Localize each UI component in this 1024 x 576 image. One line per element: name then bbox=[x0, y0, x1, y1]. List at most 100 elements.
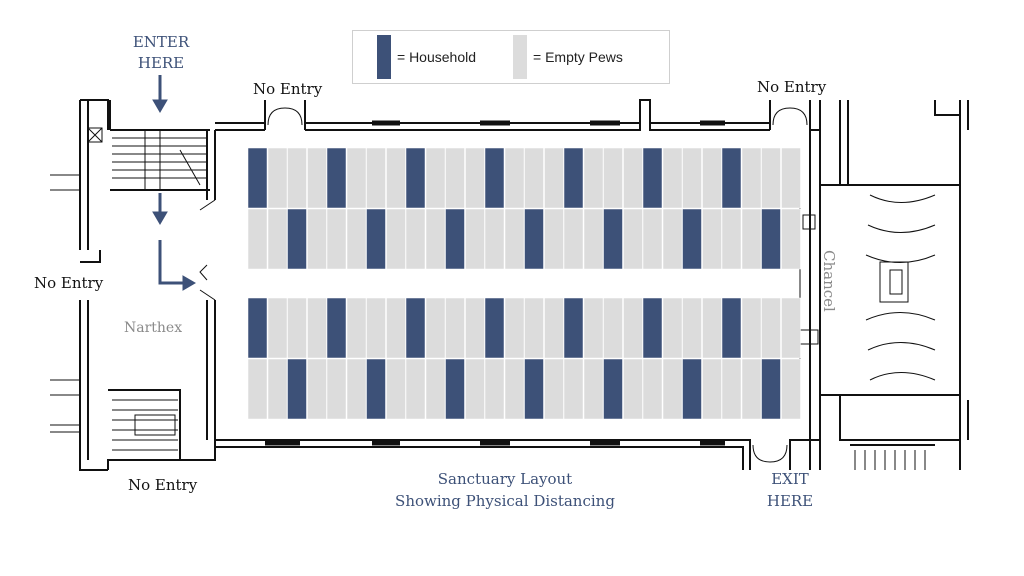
empty-pew bbox=[504, 358, 525, 420]
empty-pew bbox=[287, 147, 307, 209]
empty-pew bbox=[346, 147, 367, 209]
empty-pew bbox=[662, 208, 683, 270]
household-pew bbox=[524, 358, 544, 420]
household-pew bbox=[682, 208, 702, 270]
empty-pew bbox=[425, 358, 446, 420]
empty-pew bbox=[623, 297, 643, 359]
exit-label-line2: HERE bbox=[766, 492, 814, 510]
legend-empty-swatch bbox=[513, 35, 527, 79]
empty-pew bbox=[267, 358, 288, 420]
empty-pew bbox=[741, 358, 762, 420]
empty-pew bbox=[662, 147, 683, 209]
empty-pew bbox=[583, 297, 604, 359]
empty-pew bbox=[287, 297, 307, 359]
empty-pew bbox=[642, 358, 663, 420]
empty-pew bbox=[307, 147, 327, 209]
empty-pew bbox=[405, 358, 426, 420]
empty-pew bbox=[721, 208, 742, 270]
exit-label-line1: EXIT bbox=[771, 470, 809, 488]
empty-pew bbox=[702, 358, 722, 420]
empty-pew bbox=[741, 147, 762, 209]
empty-pew bbox=[366, 147, 386, 209]
empty-pew bbox=[741, 297, 762, 359]
household-pew bbox=[405, 297, 426, 359]
empty-pew bbox=[504, 208, 525, 270]
household-pew bbox=[445, 358, 465, 420]
empty-pew bbox=[781, 358, 801, 420]
empty-pew bbox=[465, 208, 485, 270]
household-pew bbox=[405, 147, 426, 209]
empty-pew bbox=[307, 297, 327, 359]
empty-pew bbox=[761, 147, 781, 209]
empty-pew bbox=[563, 208, 584, 270]
empty-pew bbox=[405, 208, 426, 270]
empty-pew bbox=[662, 358, 683, 420]
empty-pew bbox=[781, 297, 801, 359]
household-pew bbox=[326, 297, 347, 359]
empty-pew bbox=[465, 147, 485, 209]
household-pew bbox=[366, 358, 386, 420]
direction-arrows bbox=[152, 75, 196, 291]
household-pew bbox=[247, 297, 268, 359]
household-pew bbox=[287, 208, 307, 270]
no-entry-bottom-left: No Entry bbox=[128, 476, 198, 494]
household-pew bbox=[563, 297, 584, 359]
empty-pew bbox=[445, 297, 465, 359]
household-pew bbox=[761, 208, 781, 270]
empty-pew bbox=[603, 147, 623, 209]
empty-pew bbox=[563, 358, 584, 420]
empty-pew bbox=[425, 147, 446, 209]
empty-pew bbox=[366, 297, 386, 359]
enter-label-line2: HERE bbox=[137, 54, 185, 72]
empty-pew bbox=[307, 358, 327, 420]
household-pew bbox=[326, 147, 347, 209]
household-pew bbox=[445, 208, 465, 270]
household-pew bbox=[761, 358, 781, 420]
pew-grid bbox=[247, 147, 801, 420]
empty-pew bbox=[425, 208, 446, 270]
empty-pew bbox=[702, 297, 722, 359]
household-pew bbox=[484, 147, 505, 209]
empty-pew bbox=[484, 358, 505, 420]
empty-pew bbox=[326, 208, 347, 270]
legend-empty-label: = Empty Pews bbox=[533, 49, 623, 65]
empty-pew bbox=[504, 147, 525, 209]
empty-pew bbox=[682, 147, 702, 209]
empty-pew bbox=[247, 358, 268, 420]
empty-pew bbox=[445, 147, 465, 209]
chancel-label: Chancel bbox=[820, 250, 838, 312]
building-walls bbox=[50, 99, 969, 471]
empty-pew bbox=[544, 208, 564, 270]
household-pew bbox=[366, 208, 386, 270]
household-pew bbox=[721, 297, 742, 359]
empty-pew bbox=[544, 358, 564, 420]
empty-pew bbox=[583, 147, 604, 209]
empty-pew bbox=[346, 297, 367, 359]
empty-pew bbox=[247, 208, 268, 270]
narthex-label: Narthex bbox=[124, 320, 183, 336]
empty-pew bbox=[267, 147, 288, 209]
no-entry-top-left: No Entry bbox=[253, 80, 323, 98]
caption-line2: Showing Physical Distancing bbox=[395, 492, 615, 510]
empty-pew bbox=[702, 208, 722, 270]
empty-pew bbox=[642, 208, 663, 270]
empty-pew bbox=[307, 208, 327, 270]
empty-pew bbox=[267, 208, 288, 270]
household-pew bbox=[642, 297, 663, 359]
empty-pew bbox=[465, 297, 485, 359]
empty-pew bbox=[524, 297, 544, 359]
no-entry-top-right: No Entry bbox=[757, 78, 827, 96]
empty-pew bbox=[623, 147, 643, 209]
empty-pew bbox=[761, 297, 781, 359]
empty-pew bbox=[781, 208, 801, 270]
empty-pew bbox=[504, 297, 525, 359]
empty-pew bbox=[781, 147, 801, 209]
empty-pew bbox=[702, 147, 722, 209]
caption-line1: Sanctuary Layout bbox=[437, 470, 573, 488]
household-pew bbox=[721, 147, 742, 209]
empty-pew bbox=[326, 358, 347, 420]
empty-pew bbox=[544, 297, 564, 359]
empty-pew bbox=[721, 358, 742, 420]
